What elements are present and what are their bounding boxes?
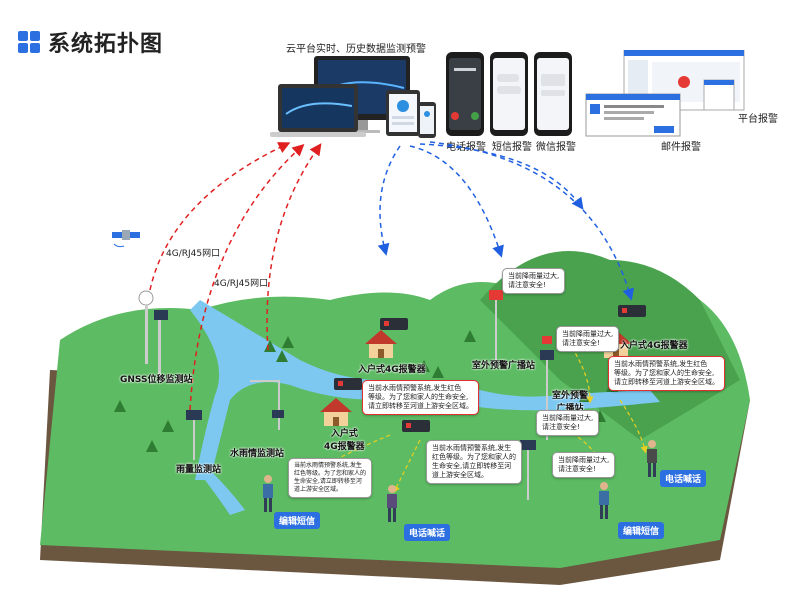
broadcast-message-bubble: 当前降雨量过大, 请注意安全! xyxy=(502,268,566,294)
home-alarm-message-bubble: 当前水雨情预警系统,发生 红色等级。为了您和家人的 生命安全,请立即转移至河 道… xyxy=(426,440,522,484)
rain-station-label: 雨量监测站 xyxy=(176,465,222,475)
broadcast-message-bubble: 当前降雨量过大, 请注意安全! xyxy=(536,410,600,436)
cloud-devices-illustration xyxy=(270,56,436,138)
platform-screens-illustration xyxy=(585,50,745,137)
person-call-tag: 电话喊话 xyxy=(660,470,707,487)
network-link-label: 4G/RJ45网口 xyxy=(214,279,269,289)
home-alarm-message-bubble: 当前水雨情预警系统,发生红色 等级。为了您和家人的生命安全, 请立即转移至河道上… xyxy=(608,356,725,391)
outdoor-broadcast-label: 室外预警广播站 xyxy=(472,361,536,371)
home-alarm-message-bubble: 当前水雨情预警系统,发生红色 等级。为了您和家人的生命安全, 请立即转移至河道上… xyxy=(362,380,479,415)
cloud-platform-caption: 云平台实时、历史数据监测预警 xyxy=(286,44,426,55)
alarm-channel-label: 平台报警 xyxy=(738,114,778,125)
gnss-station-label: GNSS位移监测站 xyxy=(120,375,193,385)
page-header: 系统拓扑图 xyxy=(18,26,163,58)
page-title: 系统拓扑图 xyxy=(48,32,164,57)
alarm-phones-illustration xyxy=(446,52,572,136)
person-sms-tag: 编辑短信 xyxy=(274,512,321,529)
sms-message-bubble: 当前水雨情预警系统,发生 红色等级。为了您和家人的 生命安全,请立即转移至河 道… xyxy=(288,458,373,498)
broadcast-message-bubble: 当前降雨量过大, 请注意安全! xyxy=(556,326,620,352)
home-alarm-label: 入户式 4G报警器 xyxy=(324,429,365,452)
alarm-channel-label: 微信报警 xyxy=(536,142,576,153)
home-alarm-label: 入户式4G报警器 xyxy=(358,365,426,375)
person-sms-tag: 编辑短信 xyxy=(618,522,665,539)
alarm-channel-label: 短信报警 xyxy=(492,142,532,153)
alarm-channel-label: 邮件报警 xyxy=(661,142,701,153)
network-link-label: 4G/RJ45网口 xyxy=(166,249,221,259)
outdoor-broadcast-label: 室外预警 广播站 xyxy=(552,391,589,414)
broadcast-message-bubble: 当前降雨量过大, 请注意安全! xyxy=(552,452,616,478)
person-call-tag: 电话喊话 xyxy=(404,524,451,541)
home-alarm-label: 入户式4G报警器 xyxy=(620,341,688,351)
water-station-label: 水雨情监测站 xyxy=(230,449,285,459)
grid-icon xyxy=(18,31,40,53)
